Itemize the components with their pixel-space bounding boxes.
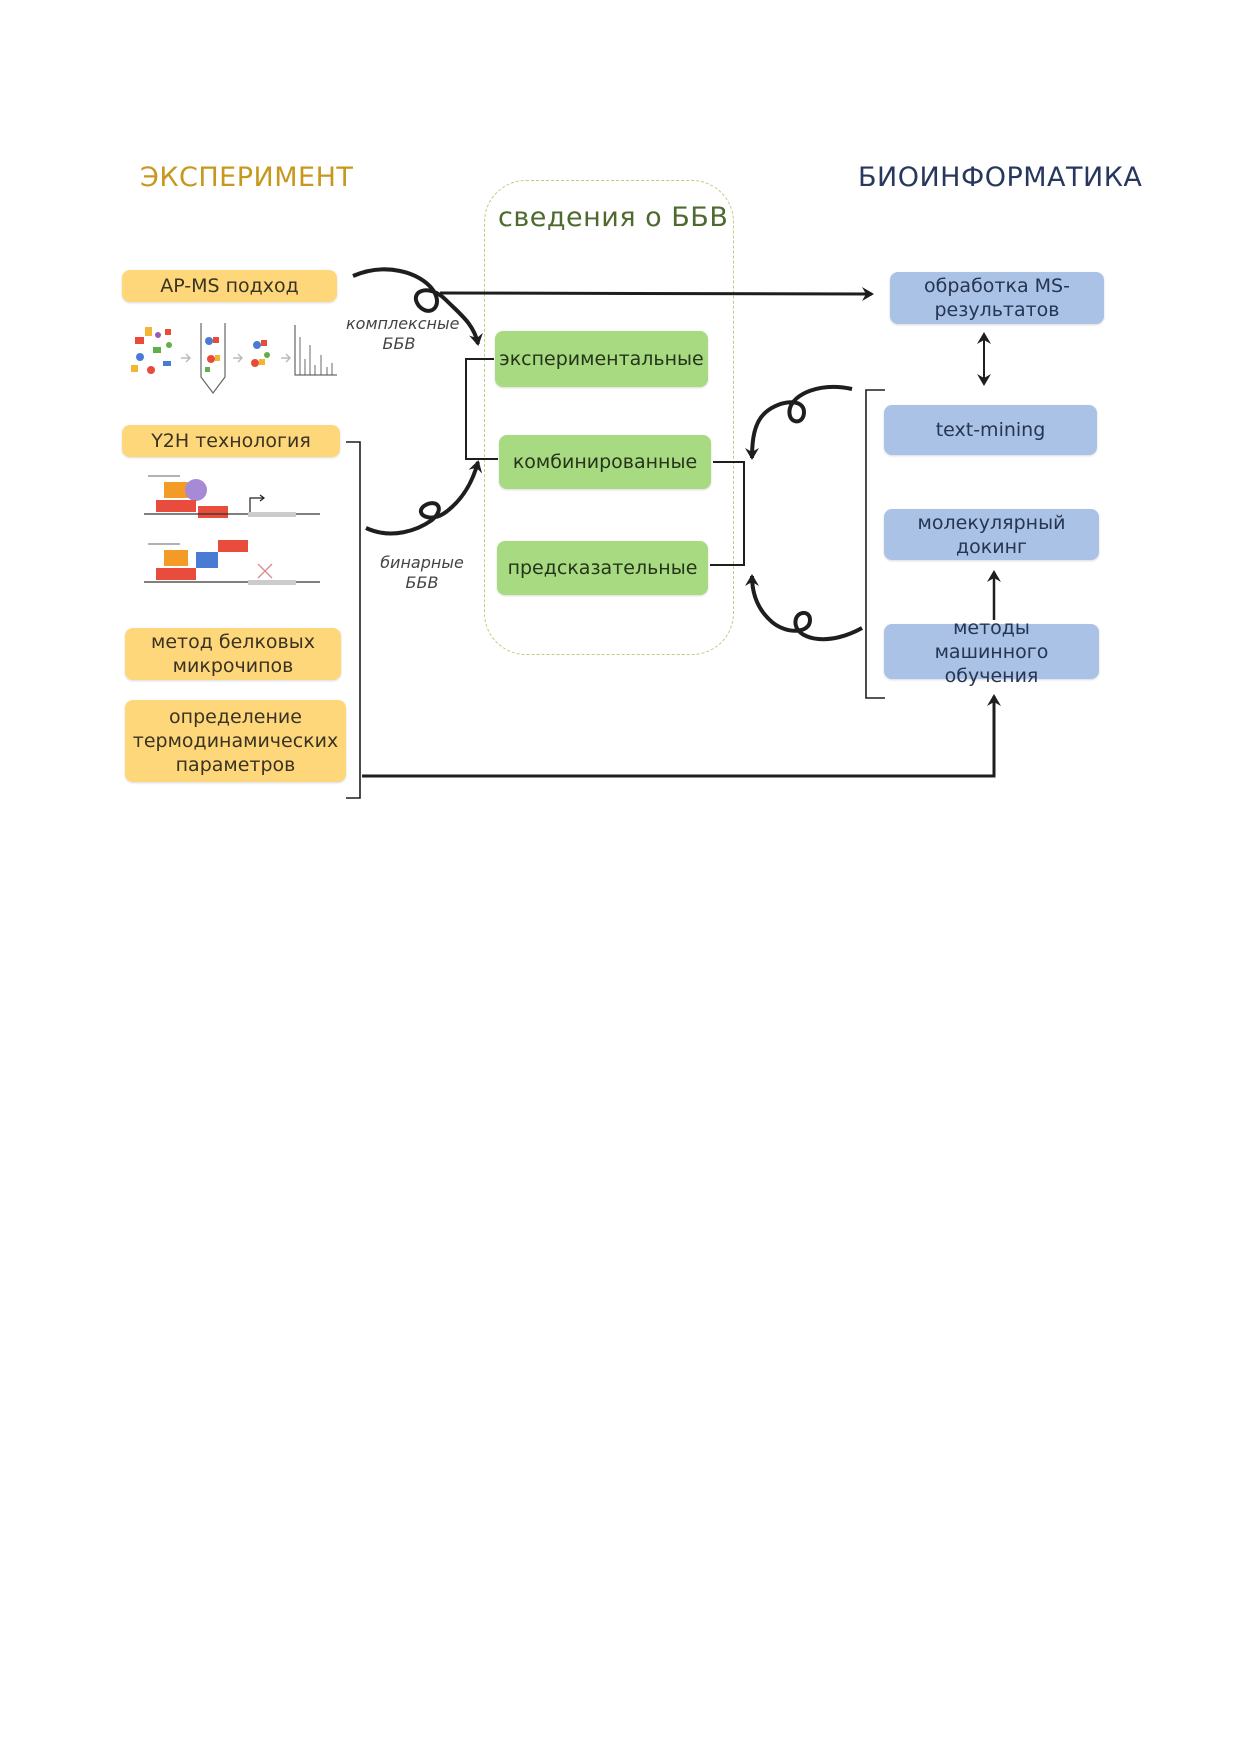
binary-ppi-curly-arrow [365, 460, 483, 536]
complex-ppi-annotation: комплексные ББВ [346, 314, 460, 354]
y2h-interaction-scheme [144, 475, 320, 518]
microarray-box: метод белковых микрочипов [125, 628, 341, 680]
ml-label: методы машинного обучения [934, 616, 1049, 687]
ms-processing-box: обработка MS-результатов [890, 272, 1104, 324]
complex-ppi-curly-arrow [352, 267, 483, 346]
y2h-illustration [144, 475, 320, 585]
experiment-methods-bracket [346, 441, 361, 799]
combined-ppi-label: комбинированные [512, 451, 698, 473]
binary-ppi-annotation: бинарные ББВ [372, 553, 472, 593]
bio-to-predictive-curly-arrow [745, 574, 863, 642]
predictive-ppi-box: предсказательные [497, 541, 708, 595]
ap-ms-box: AP-MS подход [122, 270, 337, 302]
thermo-box: определение термодинамических параметров [125, 700, 346, 782]
thermo-label: определение термодинамических параметров [132, 706, 339, 776]
bio-to-combined-curly-arrow [745, 384, 853, 460]
binary-ppi-annotation-line1: бинарные [380, 553, 464, 572]
mass-spectrum-icon [294, 325, 337, 376]
combined-ppi-box: комбинированные [499, 435, 711, 489]
ap-ms-label: AP-MS подход [160, 275, 299, 297]
text-mining-label: text-mining [935, 419, 1046, 441]
ppi-info-heading: сведения о ББВ [498, 202, 729, 233]
ms-processing-label: обработка MS-результатов [924, 275, 1070, 321]
ap-ms-illustration [131, 323, 337, 394]
complex-icon [251, 340, 270, 367]
y2h-box: Y2H технология [122, 425, 340, 457]
y2h-no-interaction-scheme [144, 540, 320, 585]
experiment-to-ml-arrow [361, 694, 1001, 778]
ppi-info-frame [484, 180, 734, 655]
bio-methods-bracket [865, 389, 885, 699]
bioinformatics-heading: БИОИНФОРМАТИКА [858, 162, 1143, 193]
docking-box: молекулярный докинг [884, 509, 1099, 560]
experimental-ppi-box: экспериментальные [495, 331, 708, 387]
predictive-ppi-label: предсказательные [507, 557, 698, 579]
y2h-label: Y2H технология [151, 430, 311, 452]
ap-ms-to-ms-processing-arrow [439, 286, 874, 301]
complex-ppi-annotation-line1: комплексные [346, 314, 460, 333]
microarray-label: метод белковых микрочипов [151, 631, 315, 677]
experimental-ppi-label: экспериментальные [499, 348, 704, 370]
protein-mix-icon [131, 327, 172, 374]
binary-ppi-annotation-line2: ББВ [405, 573, 439, 592]
combined-predictive-bracket [710, 461, 745, 566]
affinity-column-icon [200, 323, 226, 394]
ml-box: методы машинного обучения [884, 617, 1099, 687]
docking-label: молекулярный докинг [917, 511, 1066, 558]
experiment-heading: ЭКСПЕРИМЕНТ [140, 162, 354, 193]
experimental-combined-bracket [465, 358, 498, 460]
text-mining-box: text-mining [884, 405, 1097, 455]
complex-ppi-annotation-line2: ББВ [382, 334, 416, 353]
